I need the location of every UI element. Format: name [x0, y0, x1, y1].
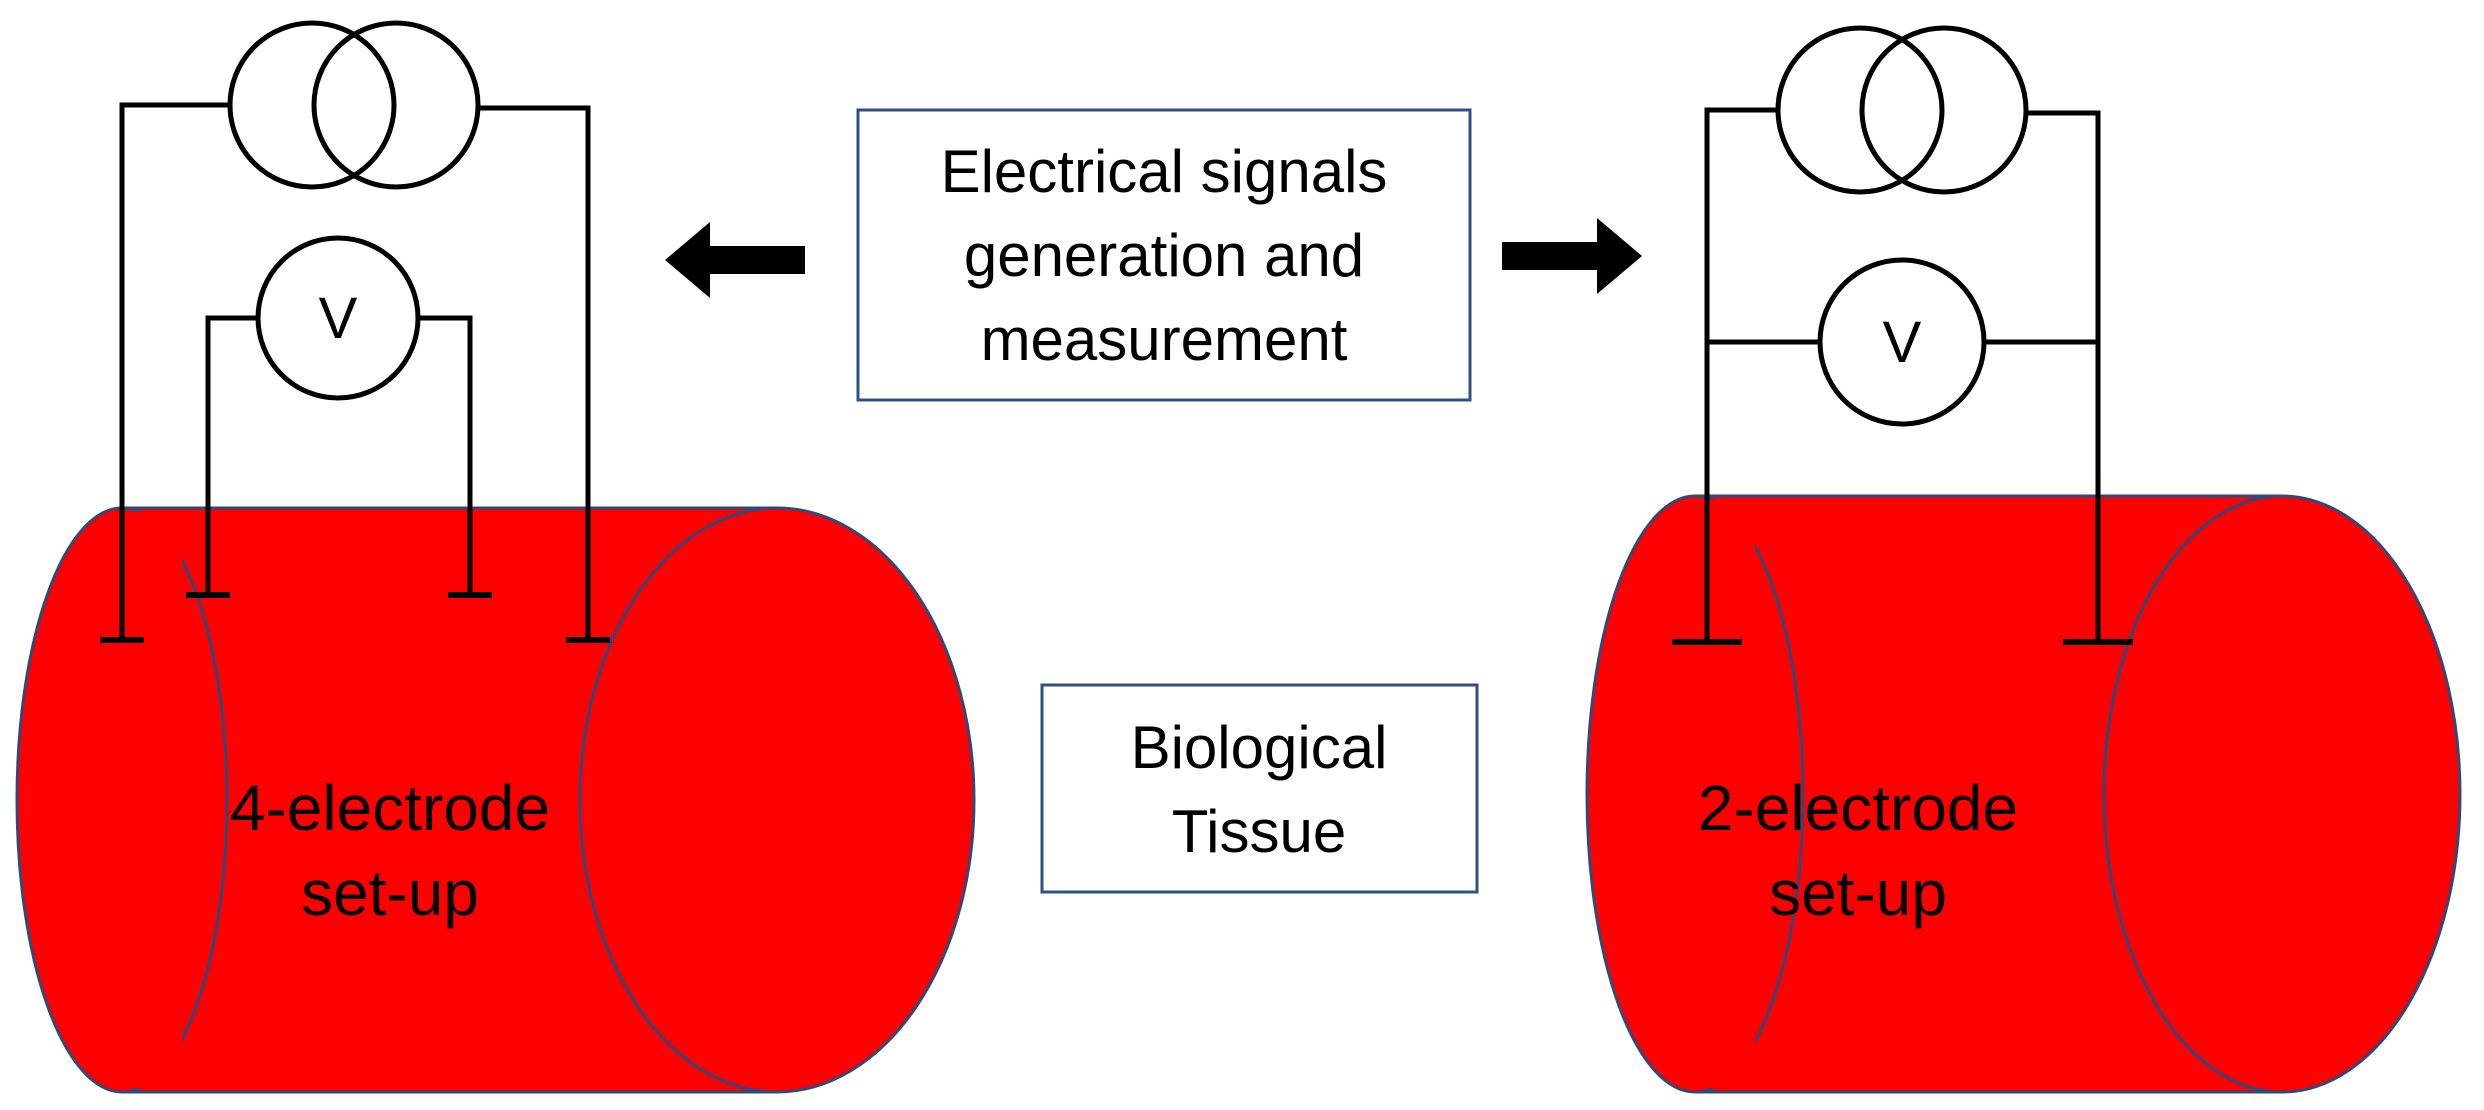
current-source-left: [119, 20, 591, 640]
voltmeter-label: V: [1883, 310, 1922, 375]
setup-label-line-2: set-up: [1769, 857, 1947, 929]
current-source-right: [1704, 25, 2101, 640]
electrodes-left: [100, 592, 610, 643]
voltage-wire-inner-left: [205, 315, 258, 595]
tissue-cylinder-right: 2-electrode set-up: [1585, 494, 2462, 1094]
setup-label-line-1: 4-electrode: [230, 772, 550, 844]
current-source-icon: [1775, 25, 2029, 195]
arrow-right-icon: [1502, 218, 1642, 294]
signals-line-3: measurement: [981, 306, 1348, 373]
current-wire-outer-left: [119, 102, 230, 640]
two-electrode-setup: 2-electrode set-up V: [1585, 25, 2462, 1094]
voltmeter-left: V: [205, 235, 473, 595]
voltmeter-right: V: [1707, 257, 2098, 427]
four-electrode-setup: 4-electrode set-up V: [15, 20, 976, 1094]
voltmeter-circle: [255, 235, 421, 401]
current-wire-right: [2026, 110, 2101, 640]
setup-label-line-1: 2-electrode: [1698, 772, 2018, 844]
signals-line-2: generation and: [964, 222, 1364, 289]
cylinder-back-cover: [122, 512, 182, 1088]
voltmeter-circle: [1817, 257, 1987, 427]
setup-label-line-2: set-up: [301, 857, 479, 929]
tissue-cylinder-left: 4-electrode set-up: [15, 506, 976, 1094]
tissue-box: Biological Tissue: [1040, 683, 1479, 894]
cylinder-front-face: [2102, 494, 2462, 1094]
voltmeter-label: V: [319, 286, 358, 351]
signals-box-frame: [856, 108, 1472, 402]
cylinder-front-face: [578, 506, 976, 1094]
tissue-line-2: Tissue: [1172, 798, 1347, 865]
tissue-box-frame: [1040, 683, 1479, 894]
signals-line-1: Electrical signals: [941, 138, 1388, 205]
current-source-icon: [227, 20, 481, 190]
arrow-left-icon: [665, 222, 805, 298]
current-wire-left: [1704, 107, 1778, 640]
tissue-line-1: Biological: [1131, 714, 1388, 781]
voltage-wire-inner-right: [418, 315, 473, 595]
current-wire-outer-right: [478, 105, 591, 640]
signals-box: Electrical signals generation and measur…: [856, 108, 1472, 402]
